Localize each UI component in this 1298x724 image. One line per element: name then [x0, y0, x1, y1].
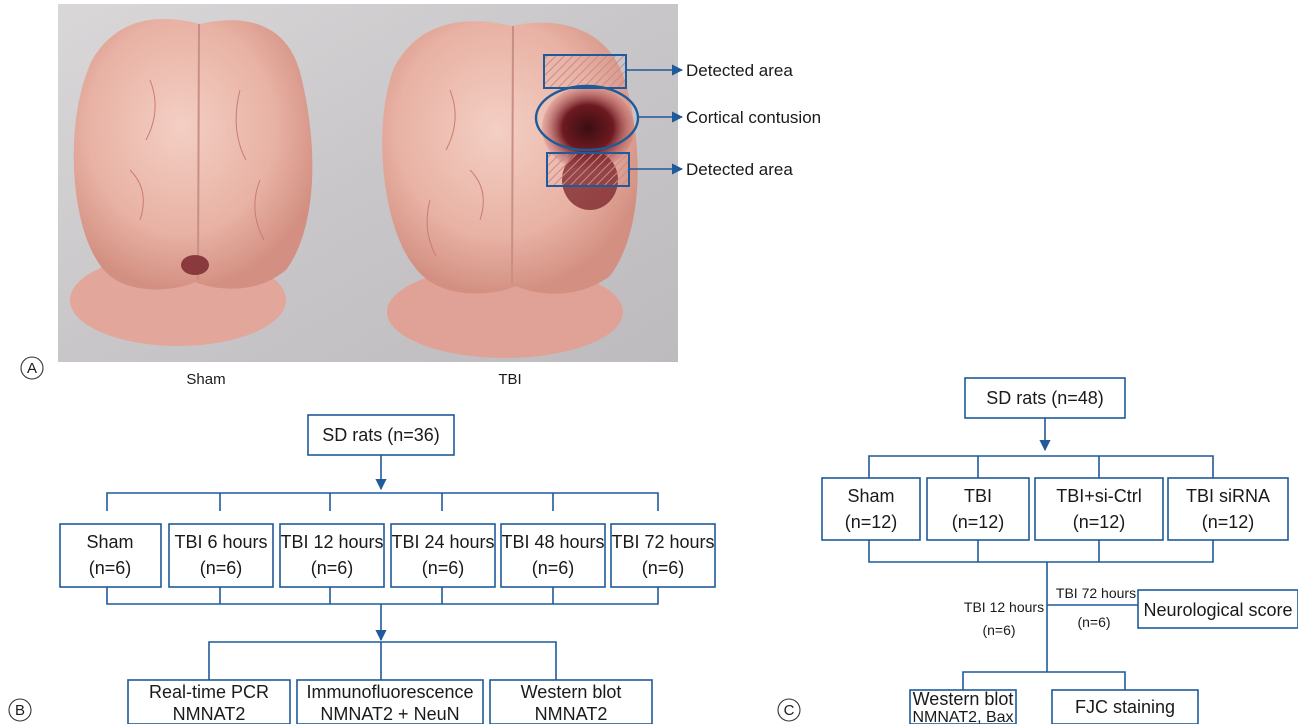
b-group-n: (n=6): [532, 558, 575, 578]
c-branch-12h-n: (n=6): [982, 622, 1015, 638]
c-branch-72h-time: TBI 72 hours: [1056, 585, 1136, 601]
caption-tbi: TBI: [498, 371, 521, 388]
brain-photo: [58, 4, 678, 362]
b-group-name: TBI 12 hours: [280, 532, 383, 552]
c-neuro-label: Neurological score: [1143, 600, 1292, 620]
c-assay-bracket: [963, 672, 1125, 690]
b-assay-target: NMNAT2: [535, 704, 608, 724]
b-assay-name: Western blot: [521, 682, 622, 702]
c-group-n: (n=12): [952, 512, 1005, 532]
b-root-label: SD rats (n=36): [322, 425, 440, 445]
c-group-name: TBI+si-Ctrl: [1056, 486, 1142, 506]
c-group-n: (n=12): [1073, 512, 1126, 532]
b-group-name: TBI 72 hours: [611, 532, 714, 552]
c-group-name: TBI: [964, 486, 992, 506]
caption-sham: Sham: [186, 371, 225, 388]
b-bottom-bracket: [107, 587, 658, 604]
panel-letter-a: A: [27, 360, 37, 377]
c-bottom-bracket: [869, 540, 1213, 562]
b-group-name: TBI 6 hours: [174, 532, 267, 552]
c-assay-name: FJC staining: [1075, 697, 1175, 717]
b-group-name: TBI 24 hours: [391, 532, 494, 552]
c-branch-12h-time: TBI 12 hours: [964, 599, 1044, 615]
b-assay-bracket: [209, 642, 556, 680]
c-branch-72h-n: (n=6): [1077, 614, 1110, 630]
b-group-n: (n=6): [422, 558, 465, 578]
panel-letter-c: C: [784, 702, 795, 719]
b-group-n: (n=6): [642, 558, 685, 578]
b-group-n: (n=6): [311, 558, 354, 578]
label-cortical-contusion: Cortical contusion: [686, 108, 821, 127]
b-group-n: (n=6): [200, 558, 243, 578]
c-group-name: TBI siRNA: [1186, 486, 1270, 506]
detected-area-box-lower: [547, 153, 629, 186]
detected-area-box-upper: [544, 55, 626, 88]
c-group-name: Sham: [847, 486, 894, 506]
b-group-n: (n=6): [89, 558, 132, 578]
panel-letter-b: B: [15, 702, 25, 719]
b-assay-target: NMNAT2: [173, 704, 246, 724]
c-group-n: (n=12): [845, 512, 898, 532]
c-assay-name: Western blot: [913, 689, 1014, 709]
b-top-bracket: [107, 493, 658, 511]
label-detected-area-upper: Detected area: [686, 61, 793, 80]
b-assay-target: NMNAT2 + NeuN: [320, 704, 459, 724]
b-assay-name: Real-time PCR: [149, 682, 269, 702]
label-detected-area-lower: Detected area: [686, 160, 793, 179]
c-top-bracket: [869, 456, 1213, 478]
c-assay-target: NMNAT2, Bax: [912, 709, 1013, 724]
panel-c-flowchart: SD rats (n=48) Sham (n=12) TBI (n=12) TB…: [822, 378, 1298, 724]
sham-brain-illustration: [70, 19, 312, 346]
b-group-name: TBI 48 hours: [501, 532, 604, 552]
b-group-name: Sham: [86, 532, 133, 552]
c-group-n: (n=12): [1202, 512, 1255, 532]
c-root-label: SD rats (n=48): [986, 388, 1104, 408]
panel-b-flowchart: SD rats (n=36) Sham (n=6) TBI 6 hours (n…: [60, 415, 715, 724]
b-assay-name: Immunofluorescence: [306, 682, 473, 702]
